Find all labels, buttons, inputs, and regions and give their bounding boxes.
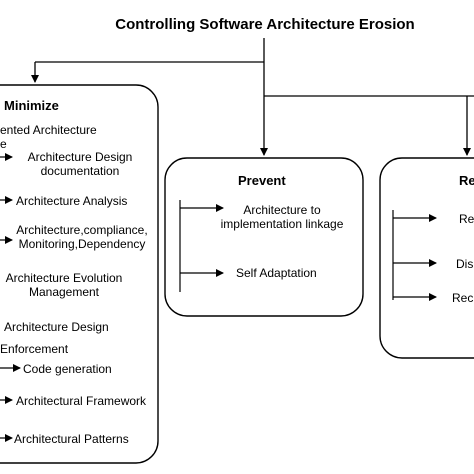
repair-box (379, 157, 474, 359)
node-evolution-management: Architecture Evolution Management (0, 271, 134, 299)
prevent-branch (179, 200, 224, 292)
node-design-documentation: Architecture Design documentation (10, 150, 150, 178)
node-linkage-l2: implementation linkage (220, 217, 344, 231)
node-evolution-l2: Management (28, 285, 100, 299)
prevent-heading: Prevent (238, 173, 286, 188)
node-compliance-monitoring: Architecture,compliance, Monitoring,Depe… (10, 223, 154, 251)
minimize-arrows (0, 153, 21, 442)
repair-item-3: Rec (452, 291, 474, 305)
node-design-enforcement-l2: Enforcement (0, 342, 69, 356)
node-self-adaptation: Self Adaptation (236, 266, 317, 280)
minimize-sub1-line2: e (0, 137, 7, 151)
repair-item-1: Re (459, 212, 474, 226)
repair-item-2: Dis (456, 257, 474, 271)
minimize-sub1-line1: ented Architecture (0, 123, 97, 137)
node-architecture-analysis: Architecture Analysis (16, 194, 128, 208)
node-implementation-linkage: Architecture to implementation linkage (212, 203, 352, 231)
root-connectors (31, 38, 474, 156)
repair-heading: Re (459, 173, 474, 188)
node-architectural-patterns: Architectural Patterns (14, 432, 129, 446)
node-architectural-framework: Architectural Framework (16, 394, 147, 408)
diagram-title: Controlling Software Architecture Erosio… (115, 16, 415, 33)
node-code-generation: Code generation (23, 362, 112, 376)
node-design-enforcement-l1: Architecture Design (4, 320, 109, 334)
node-design-documentation-l2: documentation (40, 164, 120, 178)
node-evolution-l1: Architecture Evolution (5, 271, 123, 285)
node-linkage-l1: Architecture to (243, 203, 321, 217)
repair-branch (392, 210, 437, 301)
minimize-box (0, 84, 159, 464)
node-compliance-l1: Architecture,compliance, (16, 223, 148, 237)
node-design-documentation-l1: Architecture Design (27, 150, 133, 164)
prevent-box (164, 157, 364, 317)
minimize-heading: Minimize (4, 98, 59, 113)
node-compliance-l2: Monitoring,Dependency (18, 237, 146, 251)
